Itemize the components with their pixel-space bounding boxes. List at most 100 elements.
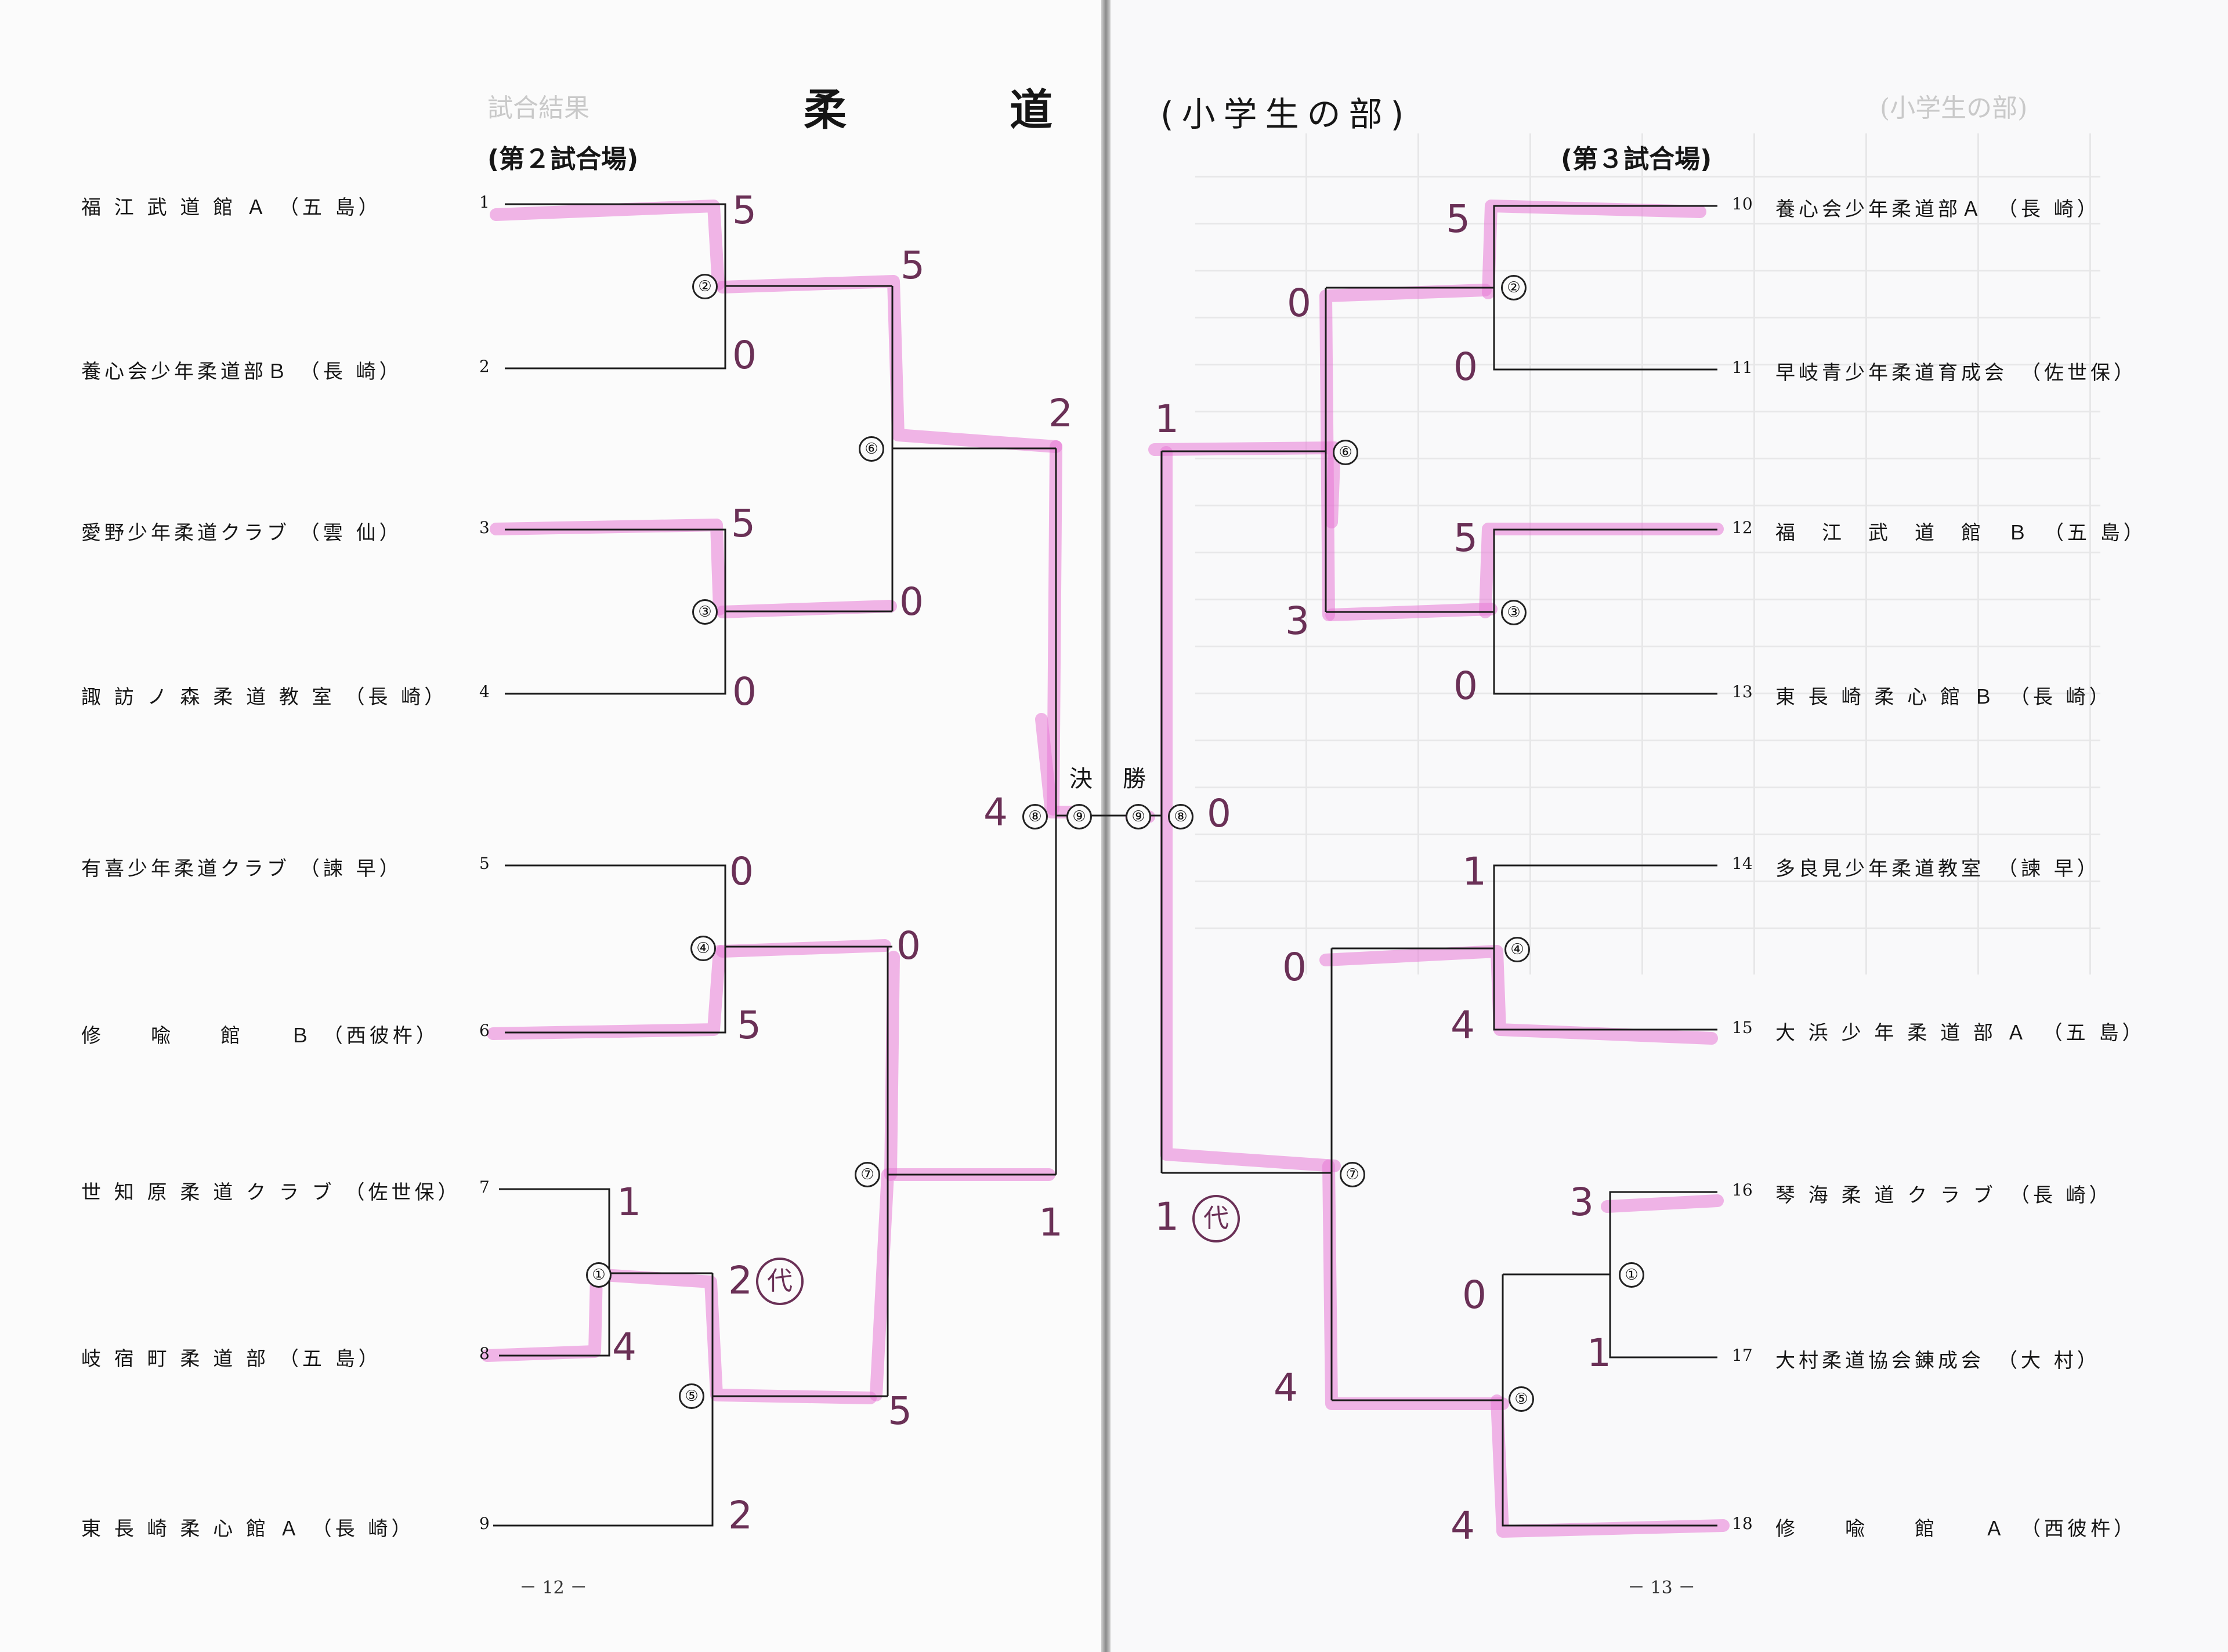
- highlight-path: [487, 945, 726, 1040]
- entry-seed-right: 13: [1732, 682, 1753, 701]
- highlight-path: [1148, 441, 1341, 528]
- entry-name-left: 養心会少年柔道部Ｂ （長 崎）: [81, 360, 403, 383]
- entry-seed-right: 10: [1732, 194, 1753, 213]
- score-L-seed5: 0: [729, 849, 754, 894]
- score-L-seed6: 5: [737, 1003, 761, 1048]
- entry-name-left: 愛野少年柔道クラブ （雲 仙）: [81, 521, 403, 545]
- page-number-right: － 13 －: [1627, 1578, 1696, 1598]
- venue-left: (第２試合場): [487, 144, 639, 174]
- entry-name-left: 諏 訪 ノ 森 柔 道 教 室 （長 崎）: [81, 686, 448, 709]
- score-R-seed15: 4: [1451, 1003, 1475, 1048]
- final-label-b: 勝: [1123, 766, 1146, 792]
- title-char-ju: 柔: [804, 85, 847, 135]
- score-L-m7: 1: [1039, 1200, 1063, 1245]
- page-number-left: － 12 －: [519, 1578, 588, 1598]
- score-R-m5: 4: [1274, 1365, 1298, 1410]
- entry-name-left: 岐 宿 町 柔 道 部 （五 島）: [81, 1347, 382, 1371]
- highlight-path: [1601, 1194, 1724, 1213]
- title-subtitle: (小学生の部): [1160, 95, 1412, 134]
- entry-seed-right: 18: [1732, 1514, 1753, 1533]
- entry-seed-right: 17: [1732, 1346, 1753, 1365]
- match-number-R4: ④: [1504, 937, 1530, 962]
- score-R-m8: 0: [1207, 791, 1231, 836]
- entry-name-right: 琴 海 柔 道 ク ラ ブ （長 崎）: [1775, 1184, 2113, 1207]
- bracket-line: [1493, 205, 1717, 371]
- match-number-R5: ⑤: [1509, 1386, 1534, 1412]
- entry-name-right: 養心会少年柔道部Ａ （長 崎）: [1775, 198, 2100, 221]
- score-R-m2: 0: [1287, 281, 1311, 325]
- entry-seed-right: 14: [1732, 854, 1753, 873]
- ghost-header-left: 試合結果: [487, 93, 589, 123]
- score-L-m4: 0: [896, 923, 921, 968]
- entry-name-left: 東 長 崎 柔 心 館 Ａ （長 崎）: [81, 1517, 415, 1541]
- score-R-seed18: 4: [1451, 1504, 1475, 1548]
- score-L-m8: 4: [983, 790, 1008, 835]
- score-L-m3: 0: [899, 579, 924, 624]
- match-number-R3: ③: [1501, 600, 1527, 625]
- entry-name-right: 早岐青少年柔道育成会 （佐世保）: [1775, 361, 2137, 385]
- score-R-m4: 0: [1282, 945, 1307, 990]
- match-number-R7: ⑦: [1340, 1162, 1365, 1187]
- entry-seed-left: 9: [479, 1514, 490, 1533]
- match-number-R9: ⑨: [1126, 804, 1151, 829]
- final-label-a: 決: [1069, 766, 1093, 792]
- score-L-seed3: 5: [731, 501, 755, 546]
- entry-name-left: 福 江 武 道 館 Ａ （五 島）: [81, 196, 382, 219]
- match-number-R1: ①: [1619, 1262, 1644, 1288]
- ghost-header-right: (小学生の部): [1880, 93, 2028, 123]
- match-number-R2: ②: [1501, 275, 1527, 300]
- score-L-m2: 5: [900, 243, 925, 288]
- bracket-line: [1493, 528, 1717, 695]
- entry-name-right: 福 江 武 道 館 Ｂ （五 島）: [1775, 521, 2147, 545]
- substitute-mark-right: 代: [1192, 1195, 1240, 1242]
- match-number-R6: ⑥: [1333, 440, 1358, 465]
- score-L-seed7: 1: [617, 1180, 641, 1224]
- score-R-seed14: 1: [1462, 849, 1486, 894]
- score-R-seed17: 1: [1587, 1331, 1611, 1375]
- title-char-do: 道: [1010, 85, 1052, 135]
- entry-name-left: 世 知 原 柔 道 ク ラ ブ （佐世保）: [81, 1181, 461, 1204]
- entry-name-left: 有喜少年柔道クラブ （諫 早）: [81, 857, 403, 881]
- highlight-path: [1479, 523, 1724, 618]
- score-R-m1: 0: [1462, 1273, 1486, 1317]
- highlight-path: [1491, 1394, 1730, 1538]
- bracket-line: [505, 864, 726, 1034]
- score-L-m5: 5: [888, 1389, 912, 1433]
- entry-seed-left: 1: [479, 193, 490, 212]
- match-number-L4: ④: [690, 936, 716, 961]
- score-L-m6: 2: [1048, 391, 1073, 436]
- right-page: [1109, 0, 2228, 1652]
- left-page: [0, 0, 1102, 1652]
- score-R-seed12: 5: [1453, 516, 1478, 560]
- match-number-L6: ⑥: [859, 436, 884, 462]
- highlight-path: [1160, 446, 1341, 1172]
- match-number-L3: ③: [692, 599, 718, 625]
- score-L-seed9: 2: [728, 1493, 753, 1538]
- highlight-path: [1482, 200, 1706, 299]
- highlight-path: [490, 200, 725, 291]
- entry-seed-left: 6: [479, 1021, 490, 1040]
- entry-name-right: 東 長 崎 柔 心 館 Ｂ （長 崎）: [1775, 686, 2113, 709]
- entry-seed-left: 8: [479, 1344, 490, 1363]
- score-R-m7: 1: [1155, 1194, 1179, 1239]
- score-R-seed16: 3: [1569, 1180, 1594, 1224]
- highlight-path: [870, 1168, 1055, 1401]
- venue-right: (第３試合場): [1561, 144, 1712, 174]
- bracket-line: [493, 1273, 714, 1527]
- entry-seed-left: 2: [479, 357, 490, 376]
- entry-seed-left: 7: [479, 1178, 490, 1197]
- entry-name-right: 修 喩 館 Ａ （西彼杵）: [1775, 1517, 2137, 1541]
- match-number-L1: ①: [586, 1262, 612, 1288]
- entry-seed-right: 16: [1732, 1180, 1753, 1200]
- entry-seed-right: 12: [1732, 518, 1753, 537]
- entry-seed-left: 3: [479, 518, 490, 537]
- highlight-path: [490, 519, 726, 615]
- highlight-path: [884, 951, 900, 1181]
- entry-seed-right: 15: [1732, 1018, 1753, 1037]
- match-number-L7: ⑦: [855, 1162, 880, 1187]
- entry-seed-right: 11: [1732, 358, 1753, 377]
- match-number-L9: ⑨: [1066, 804, 1092, 829]
- score-R-seed13: 0: [1453, 664, 1478, 708]
- highlight-path: [1322, 1160, 1509, 1410]
